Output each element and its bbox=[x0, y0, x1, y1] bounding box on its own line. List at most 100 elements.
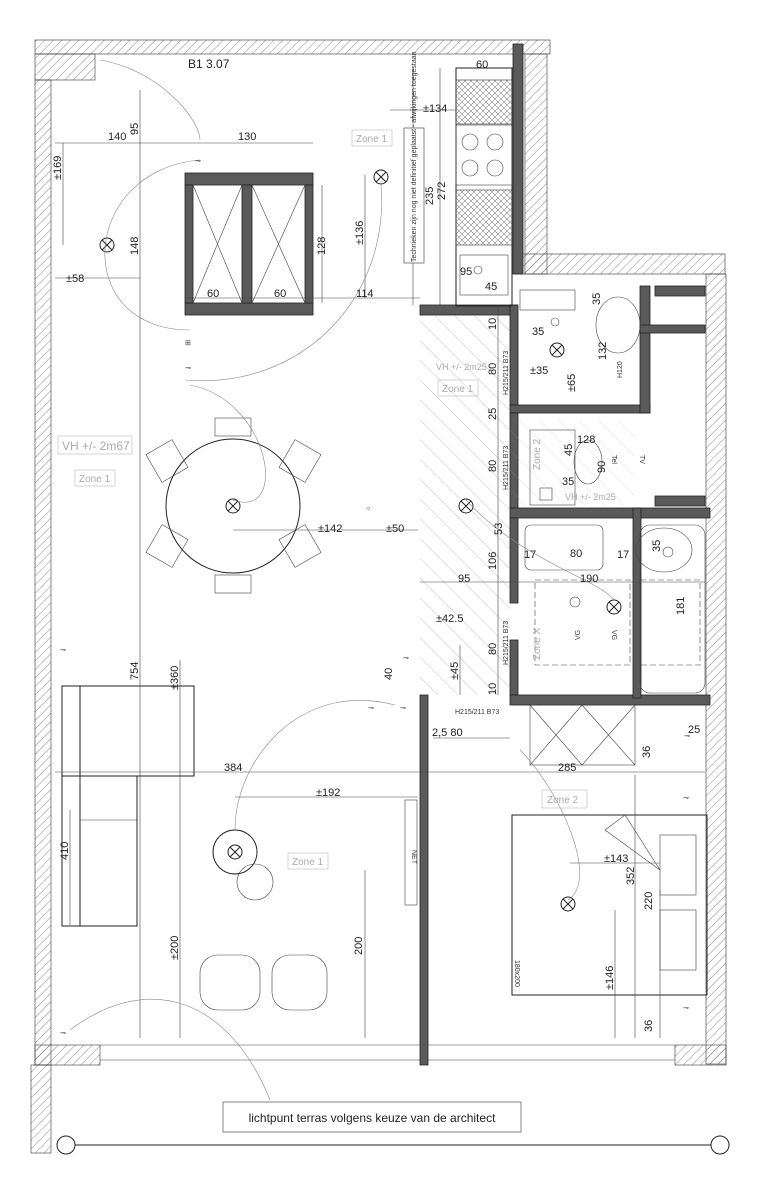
svg-text:17: 17 bbox=[617, 549, 629, 561]
svg-text:±136: ±136 bbox=[354, 221, 366, 245]
svg-text:NET: NET bbox=[410, 850, 417, 865]
svg-text:35: 35 bbox=[651, 540, 663, 552]
svg-text:±200: ±200 bbox=[169, 936, 181, 960]
svg-text:35: 35 bbox=[562, 476, 574, 488]
svg-text:H215/211 B73: H215/211 B73 bbox=[455, 709, 499, 716]
zone-label: Zone 1 bbox=[292, 857, 324, 868]
svg-text:10: 10 bbox=[487, 318, 499, 330]
zone-label: Zone 2 bbox=[547, 795, 579, 806]
switches: ⊸ ⊞ ⊸ ⊸ ⊸ ⊸ ⊸ ⊸ ⊸ ⊸ ☼ ⊸ bbox=[60, 158, 690, 1037]
svg-text:754: 754 bbox=[129, 662, 141, 680]
svg-text:60: 60 bbox=[207, 288, 219, 300]
socket-icon: ⊸ bbox=[684, 733, 690, 740]
ceiling-light-icon bbox=[99, 237, 115, 253]
svg-text:90: 90 bbox=[596, 461, 608, 473]
svg-text:132: 132 bbox=[597, 342, 609, 360]
svg-text:130: 130 bbox=[238, 131, 256, 143]
zone-label: Zone 2 bbox=[532, 438, 543, 470]
svg-text:80: 80 bbox=[487, 460, 499, 472]
svg-text:40: 40 bbox=[383, 668, 395, 680]
armchairs bbox=[199, 954, 328, 1011]
dining-table bbox=[145, 417, 322, 594]
svg-text:190: 190 bbox=[580, 573, 598, 585]
svg-text:Tel: Tel bbox=[610, 455, 617, 464]
svg-text:±142: ±142 bbox=[318, 523, 342, 535]
svg-text:±134: ±134 bbox=[423, 103, 447, 115]
svg-text:±58: ±58 bbox=[66, 273, 84, 285]
bed bbox=[511, 814, 708, 996]
svg-text:95: 95 bbox=[460, 266, 472, 278]
svg-text:±65: ±65 bbox=[566, 374, 578, 392]
socket-icon: ⊸ bbox=[185, 365, 191, 372]
svg-text:128: 128 bbox=[577, 434, 595, 446]
wardrobe bbox=[529, 704, 636, 766]
svg-text:114: 114 bbox=[356, 288, 374, 300]
switch-icon: ⊸ bbox=[400, 705, 406, 712]
room-notes: VH +/- 2m67 VH +/- 2m25 VH +/- 2m25 bbox=[57, 362, 616, 502]
svg-text:180x200: 180x200 bbox=[513, 960, 520, 987]
svg-text:45: 45 bbox=[485, 281, 497, 293]
zone-label: Zone 1 bbox=[79, 474, 111, 485]
light-points bbox=[99, 169, 674, 912]
svg-text:35: 35 bbox=[591, 293, 603, 305]
wall-note: Technieken zijn nog niet definitief gepl… bbox=[403, 51, 425, 264]
svg-text:Technieken zijn nog niet defin: Technieken zijn nog niet definitief gepl… bbox=[411, 51, 418, 262]
unit-label: B1 3.07 bbox=[188, 57, 230, 71]
svg-text:17: 17 bbox=[524, 549, 536, 561]
svg-text:±192: ±192 bbox=[316, 787, 340, 799]
svg-text:±360: ±360 bbox=[169, 666, 181, 690]
svg-text:35: 35 bbox=[532, 326, 544, 338]
svg-text:±143: ±143 bbox=[604, 853, 628, 865]
svg-text:272: 272 bbox=[436, 182, 448, 200]
terrace: lichtpunt terras volgens keuze van de ar… bbox=[56, 1101, 730, 1155]
svg-text:VG: VG bbox=[610, 630, 617, 640]
svg-text:36: 36 bbox=[641, 746, 653, 758]
switch-icon: ⊸ bbox=[403, 655, 409, 662]
dimension-lines bbox=[55, 68, 705, 1038]
svg-text:25: 25 bbox=[688, 724, 700, 736]
svg-text:384: 384 bbox=[224, 762, 242, 774]
svg-text:H215/211 B73: H215/211 B73 bbox=[503, 446, 510, 490]
sofa bbox=[61, 685, 195, 927]
tv-unit bbox=[404, 799, 418, 906]
svg-text:H215/211 B73: H215/211 B73 bbox=[503, 621, 510, 665]
socket-icon: ⊞ bbox=[185, 340, 191, 347]
svg-text:95: 95 bbox=[458, 573, 470, 585]
switch-icon: ⊸ bbox=[195, 158, 201, 165]
svg-text:±50: ±50 bbox=[386, 523, 404, 535]
appliance-labels: H120 VG VG 180x200 TV Tel NET bbox=[410, 361, 645, 987]
svg-text:80: 80 bbox=[487, 363, 499, 375]
svg-text:±35: ±35 bbox=[530, 365, 548, 377]
ceiling-light-icon bbox=[549, 342, 565, 358]
svg-text:H215/211 B73: H215/211 B73 bbox=[503, 351, 510, 395]
zone-label: Zone X bbox=[532, 627, 543, 660]
dimension-texts: 60 ±134 272 235 95 140 130 ±169 148 128 … bbox=[52, 59, 700, 1032]
svg-text:53: 53 bbox=[493, 523, 505, 535]
svg-text:VH +/- 2m25: VH +/- 2m25 bbox=[436, 362, 487, 372]
svg-text:200: 200 bbox=[353, 937, 365, 955]
svg-text:36: 36 bbox=[643, 1020, 655, 1032]
svg-text:285: 285 bbox=[558, 762, 576, 774]
ceiling-light-icon bbox=[606, 599, 622, 615]
ceiling-light-icon bbox=[373, 169, 389, 185]
storage-cabinet bbox=[184, 172, 314, 316]
svg-text:45: 45 bbox=[563, 444, 575, 456]
svg-text:235: 235 bbox=[424, 187, 436, 205]
socket-icon: ⊸ bbox=[60, 647, 66, 654]
ceiling-light-icon bbox=[560, 896, 576, 912]
svg-text:2,5 80: 2,5 80 bbox=[432, 727, 463, 739]
svg-text:148: 148 bbox=[129, 237, 141, 255]
svg-text:VG: VG bbox=[575, 630, 582, 640]
svg-text:106: 106 bbox=[487, 552, 499, 570]
svg-text:±42.5: ±42.5 bbox=[436, 613, 463, 625]
svg-text:60: 60 bbox=[476, 59, 488, 71]
socket-icon: ⊸ bbox=[60, 1030, 66, 1037]
svg-text:±169: ±169 bbox=[52, 156, 64, 180]
svg-text:±146: ±146 bbox=[604, 966, 616, 990]
switch-icon: ⊸ bbox=[368, 705, 374, 712]
svg-text:95: 95 bbox=[129, 123, 141, 135]
svg-text:128: 128 bbox=[316, 237, 328, 255]
svg-text:H120: H120 bbox=[617, 361, 624, 378]
svg-text:220: 220 bbox=[643, 892, 655, 910]
